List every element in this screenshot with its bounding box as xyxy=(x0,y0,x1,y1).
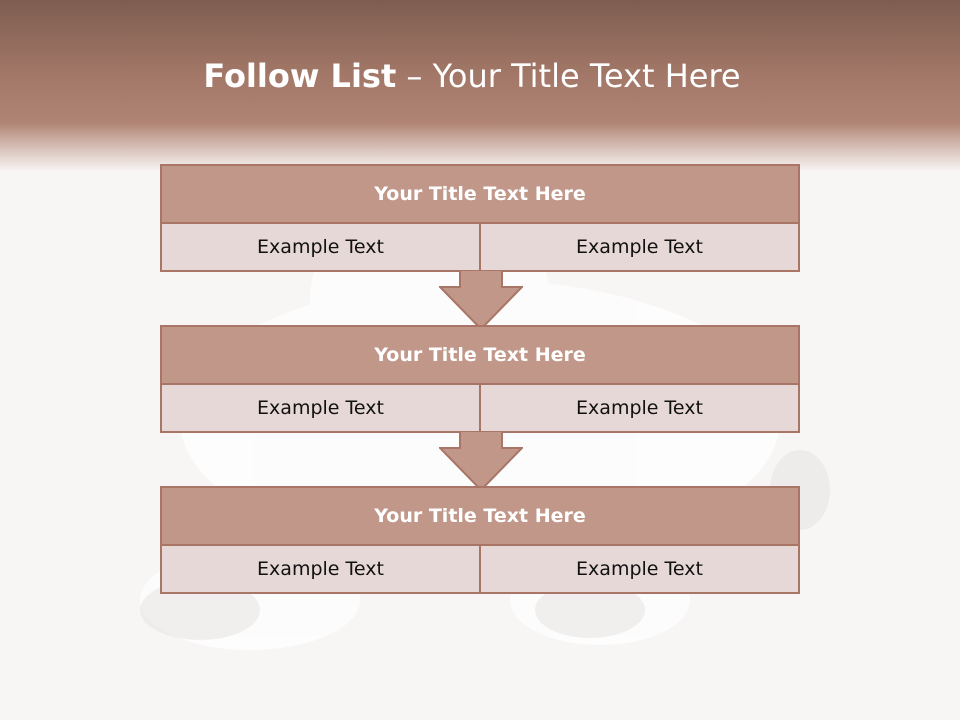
header-band xyxy=(0,0,960,170)
step-cell-right: Example Text xyxy=(479,385,798,431)
step-block-2: Your Title Text Here Example Text Exampl… xyxy=(160,325,800,433)
page-title: Follow List – Your Title Text Here xyxy=(0,56,944,96)
step-block-3: Your Title Text Here Example Text Exampl… xyxy=(160,486,800,594)
step-row: Example Text Example Text xyxy=(162,385,798,431)
step-block-1: Your Title Text Here Example Text Exampl… xyxy=(160,164,800,272)
step-title: Your Title Text Here xyxy=(162,488,798,546)
step-row: Example Text Example Text xyxy=(162,224,798,270)
down-arrow-icon xyxy=(439,431,523,491)
step-cell-left: Example Text xyxy=(257,236,384,258)
step-cell-left: Example Text xyxy=(257,558,384,580)
step-cell-right: Example Text xyxy=(479,224,798,270)
step-title: Your Title Text Here xyxy=(162,327,798,385)
step-cell-right: Example Text xyxy=(479,546,798,592)
step-title: Your Title Text Here xyxy=(162,166,798,224)
down-arrow-icon xyxy=(439,270,523,330)
step-row: Example Text Example Text xyxy=(162,546,798,592)
title-strong: Follow List xyxy=(203,57,397,95)
title-rest: – Your Title Text Here xyxy=(406,57,741,95)
step-cell-left: Example Text xyxy=(257,397,384,419)
